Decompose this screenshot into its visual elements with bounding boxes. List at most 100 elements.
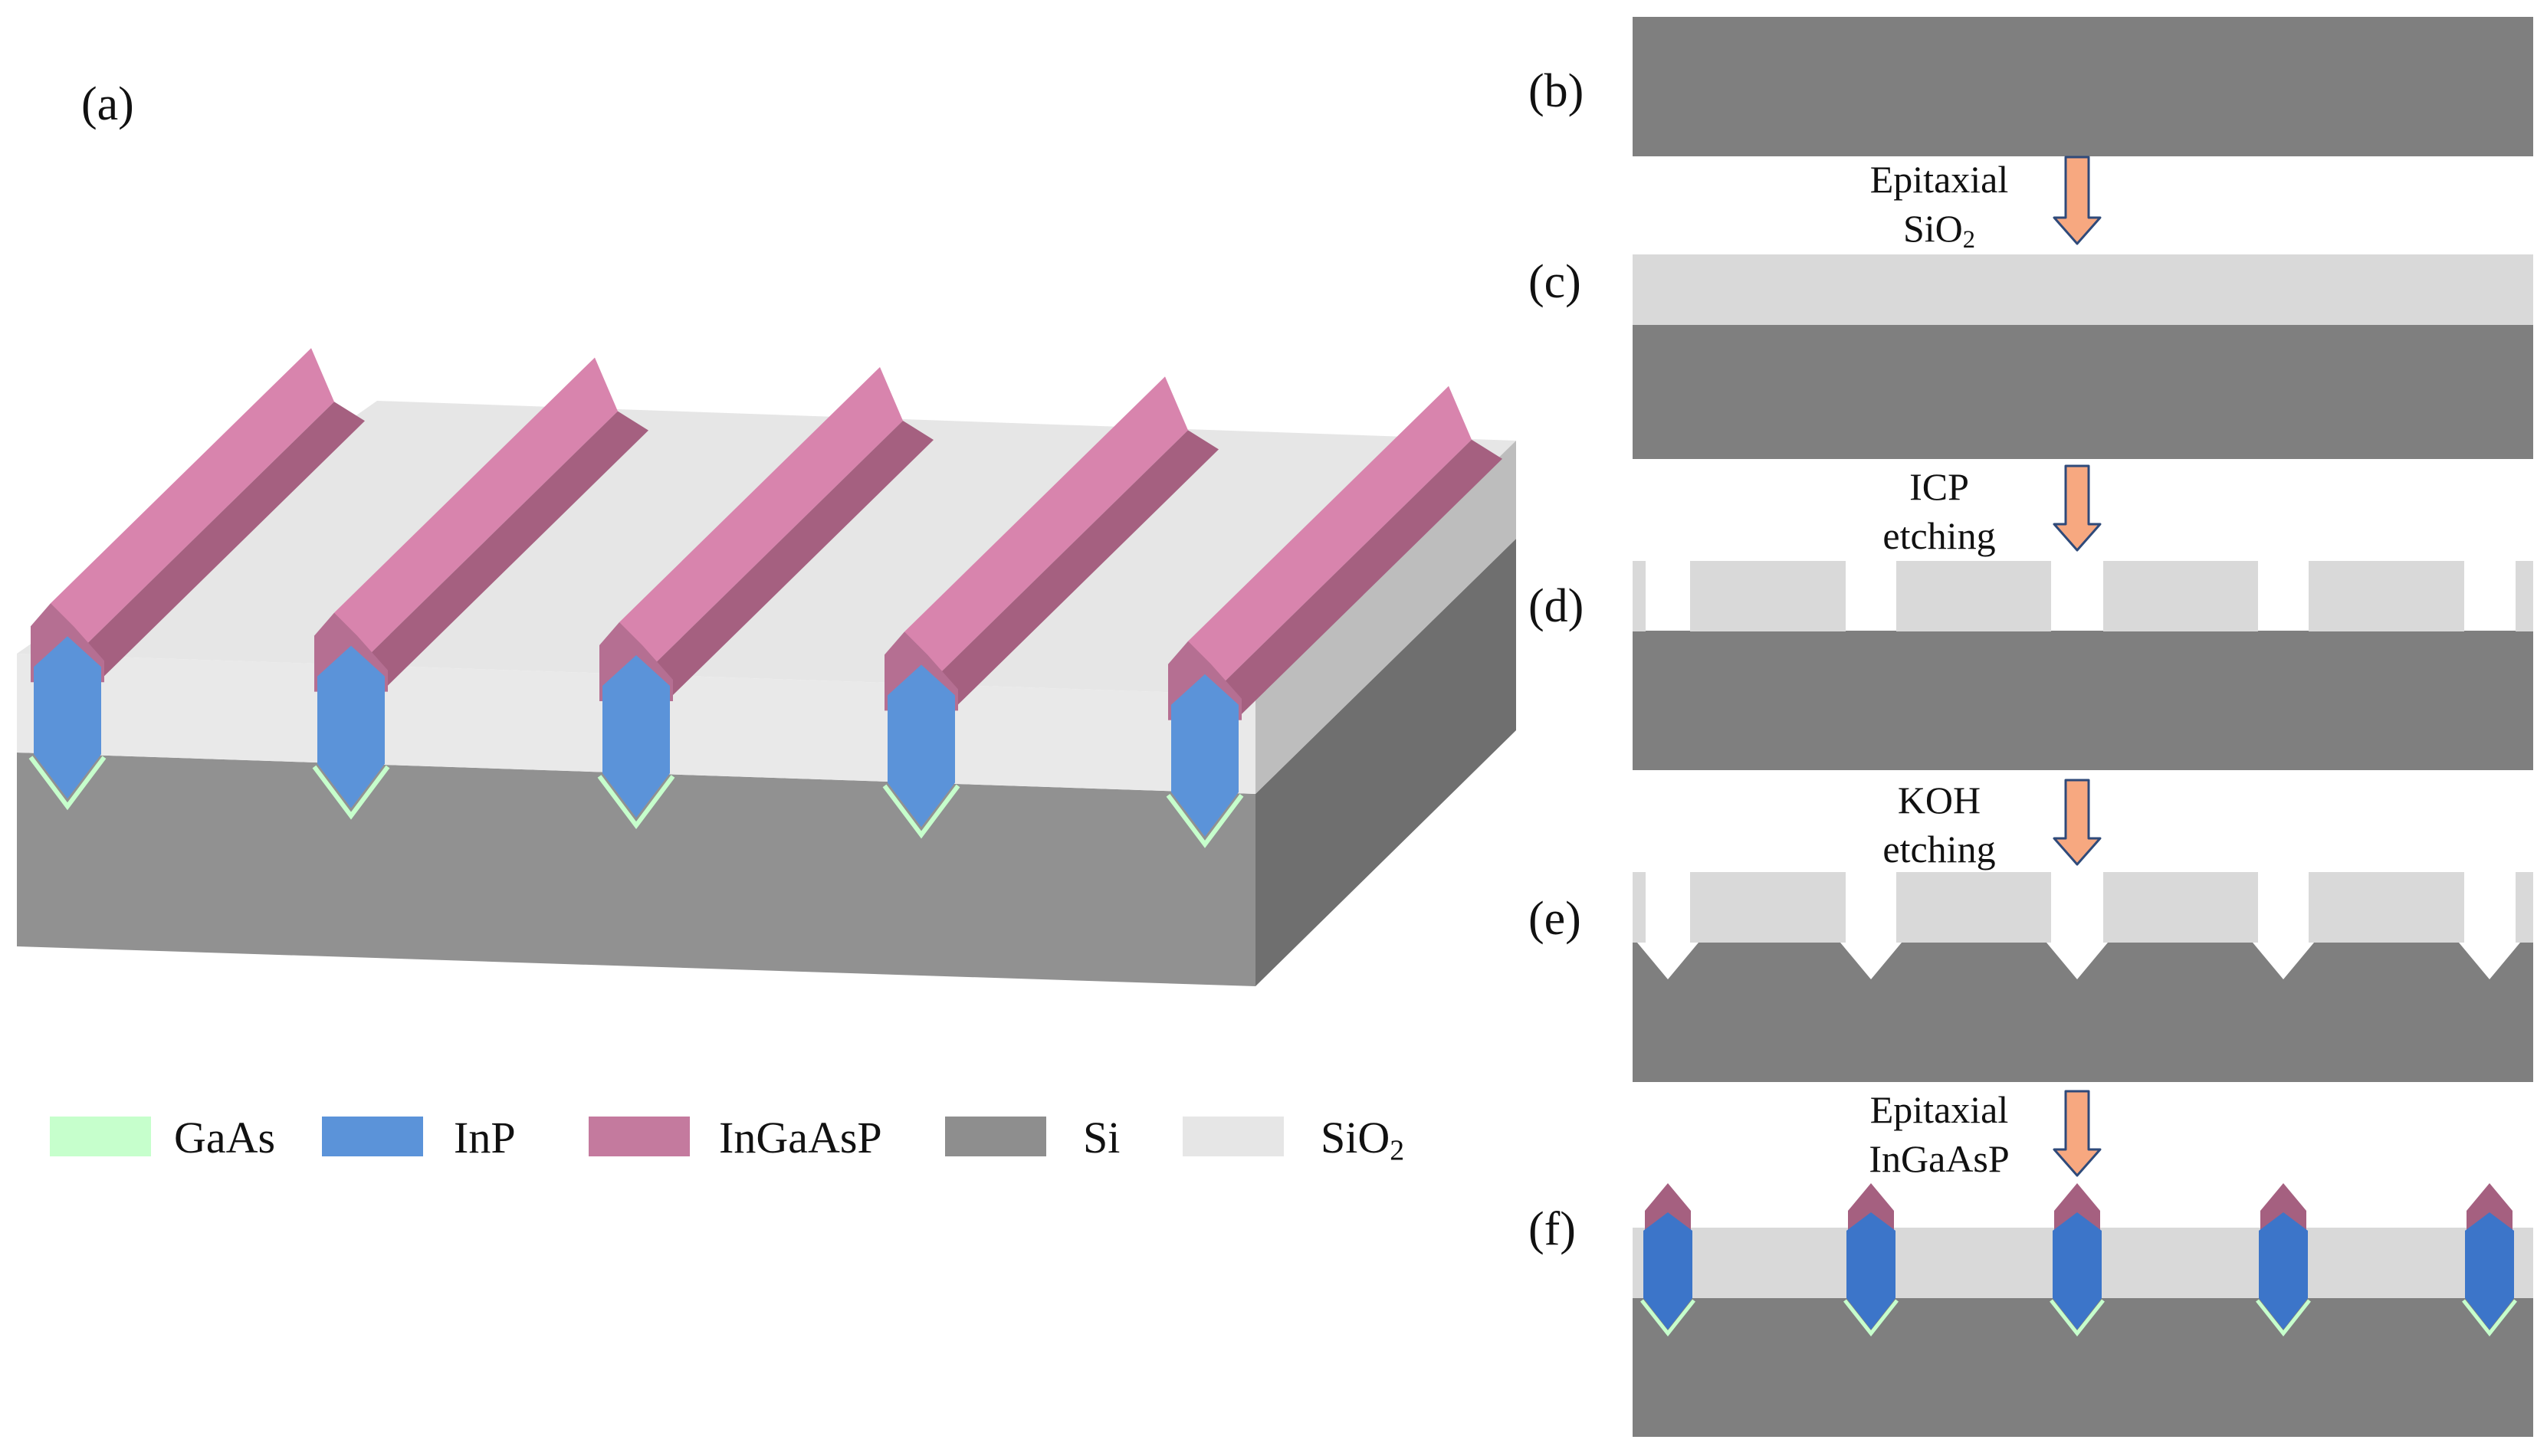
grown-nanostructure-5 <box>2462 1183 2517 1337</box>
gaas-seed-layer <box>882 784 960 839</box>
panel-b-substrate <box>1633 17 2533 156</box>
gaas-seed-layer <box>312 765 390 820</box>
inp-core <box>1171 674 1239 837</box>
inp-core <box>34 636 101 799</box>
legend-label-sio2: SiO2 <box>1321 1116 1404 1166</box>
step-caption-line2: InGaAsP <box>1869 1137 2010 1180</box>
koh-sio2-block-4 <box>2103 872 2258 943</box>
sio2-layer-side <box>1255 441 1516 794</box>
gaas-seed-layer <box>2050 1299 2105 1337</box>
ridge-side-face <box>1211 439 1502 714</box>
etched-sio2-block-3 <box>1896 561 2051 631</box>
step-caption-line1: KOH <box>1897 779 1981 821</box>
ingaasp-cap <box>2467 1183 2513 1231</box>
step-caption-koh-etching: KOH etching <box>1824 776 2054 874</box>
legend-label-ingaasp: InGaAsP <box>719 1113 882 1163</box>
process-arrow-1 <box>2053 156 2102 245</box>
gaas-seed-layer <box>1640 1299 1695 1337</box>
gaas-seed-layer <box>597 775 675 829</box>
step-caption-epitaxial-sio2: Epitaxial SiO2 <box>1824 155 2054 253</box>
panel-label-b: (b) <box>1528 65 1584 117</box>
ridge-top-face <box>334 357 618 667</box>
inp-core <box>2259 1212 2308 1330</box>
nanoridge-2 <box>312 357 648 820</box>
koh-sio2-block-3 <box>1896 872 2051 943</box>
si-substrate-e-grooved <box>1633 943 2533 1082</box>
inp-core <box>2465 1212 2514 1330</box>
legend-label-inp: InP <box>454 1113 516 1163</box>
step-caption-line2: etching <box>1882 514 1996 557</box>
step-caption-line1: Epitaxial <box>1869 1088 2009 1131</box>
step-caption-line1: Epitaxial <box>1869 158 2009 201</box>
etched-sio2-block-1 <box>1633 561 1646 631</box>
process-arrow-2 <box>2053 464 2102 552</box>
ingaasp-cap <box>1848 1183 1894 1231</box>
koh-sio2-block-1 <box>1633 872 1646 943</box>
panel-a-3d-schematic <box>17 348 1516 986</box>
panel-c-sio2-deposited <box>1633 254 2533 459</box>
inp-core <box>2053 1212 2102 1330</box>
etched-sio2-block-5 <box>2309 561 2464 631</box>
ridge-side-face <box>927 430 1219 705</box>
ingaasp-cap <box>2260 1183 2306 1231</box>
gaas-seed-layer <box>1166 793 1244 848</box>
ridge-side-face <box>74 402 365 677</box>
etched-sio2-block-4 <box>2103 561 2258 631</box>
step-caption-epitaxial-ingaasp: Epitaxial InGaAsP <box>1824 1085 2054 1183</box>
step-caption-line2: SiO2 <box>1824 204 2054 253</box>
sio2-layer-c <box>1633 254 2533 325</box>
grown-nanostructure-4 <box>2256 1183 2311 1337</box>
gaas-seed-layer <box>2256 1299 2311 1337</box>
step-caption-line2: etching <box>1882 828 1996 871</box>
legend-swatch-si <box>945 1117 1046 1156</box>
si-substrate-front <box>17 753 1255 986</box>
legend-swatch-gaas <box>50 1117 151 1156</box>
panel-d-icp-etched <box>1633 561 2533 770</box>
ingaasp-cap <box>2054 1183 2100 1231</box>
ridge-top-face <box>1188 385 1472 695</box>
panel-label-a: (a) <box>81 78 134 130</box>
nanoridge-1 <box>28 348 365 811</box>
nanoridge-5 <box>1166 385 1502 848</box>
legend-swatch-sio2 <box>1183 1117 1284 1156</box>
nanoridge-3 <box>597 367 934 829</box>
ridge-top-face <box>904 376 1188 686</box>
panel-e-koh-etched <box>1633 872 2533 1082</box>
gaas-seed-layer <box>1843 1299 1899 1337</box>
step-caption-formula: SiO <box>1902 207 1963 250</box>
panel-label-e: (e) <box>1528 893 1581 945</box>
panel-f-ingaasp-grown <box>1633 1183 2533 1437</box>
inp-core <box>1846 1212 1895 1330</box>
ridge-side-face <box>357 411 648 686</box>
process-arrows <box>2053 156 2102 1177</box>
process-arrow-3 <box>2053 779 2102 866</box>
grown-nanostructure-2 <box>1843 1183 1899 1337</box>
legend-swatch-inp <box>322 1117 423 1156</box>
panel-label-f: (f) <box>1528 1203 1576 1255</box>
si-substrate-d <box>1633 631 2533 770</box>
step-caption-line1: ICP <box>1909 465 1969 508</box>
ridge-side-face <box>642 421 934 695</box>
koh-sio2-block-6 <box>2516 872 2533 943</box>
ridge-top-face <box>51 348 334 657</box>
inp-core <box>1643 1212 1692 1330</box>
legend-label-gaas: GaAs <box>174 1113 276 1163</box>
inp-core <box>602 655 670 818</box>
ridge-top-face <box>619 367 903 676</box>
koh-sio2-block-5 <box>2309 872 2464 943</box>
etched-sio2-block-2 <box>1690 561 1846 631</box>
grown-nanostructure-1 <box>1640 1183 1695 1337</box>
gaas-seed-layer <box>28 756 107 811</box>
nanoridge-4 <box>882 376 1219 839</box>
step-caption-icp-etching: ICP etching <box>1824 462 2054 560</box>
koh-sio2-block-2 <box>1690 872 1846 943</box>
legend-label-sio2-subscript: 2 <box>1390 1134 1405 1167</box>
legend-swatch-ingaasp <box>589 1117 690 1156</box>
legend-label-si: Si <box>1083 1113 1121 1163</box>
inp-core <box>317 645 385 808</box>
si-substrate-c <box>1633 325 2533 459</box>
grown-nanostructure-3 <box>2050 1183 2105 1337</box>
panel-label-c: (c) <box>1528 256 1581 308</box>
step-caption-subscript: 2 <box>1962 226 1976 254</box>
